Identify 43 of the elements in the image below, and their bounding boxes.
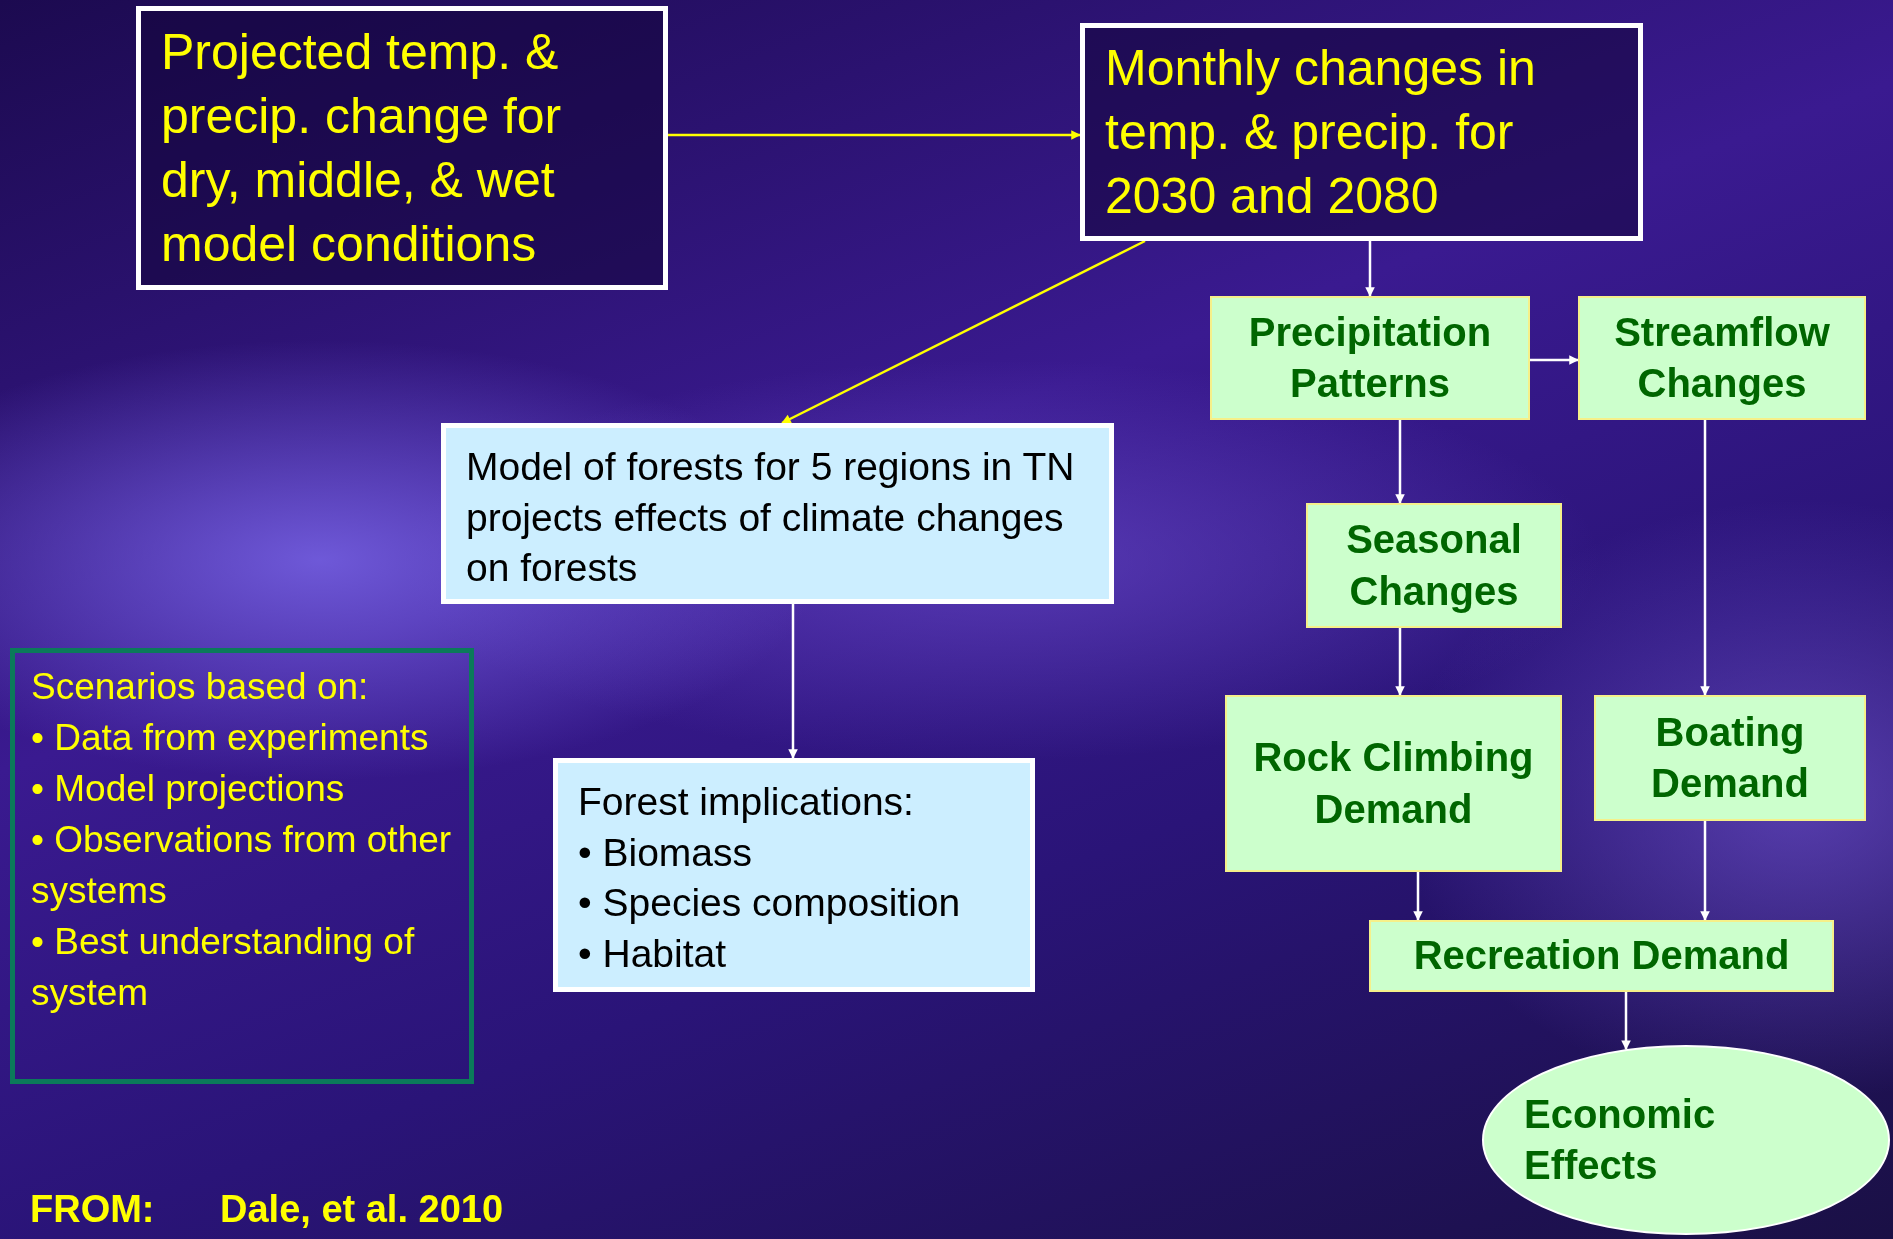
node-text: Projected temp. & precip. change for dry, middle, & wet model conditions — [161, 23, 563, 274]
arrow — [781, 239, 1146, 425]
arrow — [1621, 992, 1631, 1051]
process-box — [1225, 695, 1562, 872]
arrow — [1413, 872, 1423, 921]
info-box — [441, 423, 1114, 604]
arrow — [1700, 420, 1710, 696]
process-box — [1578, 296, 1866, 420]
node-text: Recreation Demand — [1413, 932, 1790, 980]
source-credit: FROM: — [30, 1188, 155, 1231]
source-credit: Dale, et al. 2010 — [220, 1188, 504, 1231]
arrow — [668, 130, 1081, 140]
text-box — [1080, 23, 1643, 241]
node-text: Economic Effects — [1524, 1090, 1717, 1189]
arrow — [1365, 241, 1375, 297]
node-text: Rock Climbing Demand — [1252, 734, 1535, 833]
node-text: • Model projections — [31, 767, 346, 812]
node-text: Scenarios based on: — [31, 665, 370, 709]
arrow — [788, 604, 798, 759]
node-text: • Species composition — [578, 880, 962, 927]
arrow — [1395, 628, 1405, 696]
node-text: • Data from experiments — [31, 716, 430, 761]
node-text: Monthly changes in temp. & precip. for 2030 and 2080 — [1105, 39, 1537, 226]
node-text: Forest implications: — [578, 779, 915, 825]
node-text: • Observations from other systems — [31, 818, 453, 914]
process-box — [1369, 920, 1834, 992]
note-box — [10, 648, 474, 1084]
info-box — [553, 758, 1035, 992]
arrow — [1395, 420, 1405, 504]
text-box — [136, 6, 668, 290]
node-text: • Habitat — [578, 931, 728, 978]
process-box — [1210, 296, 1530, 420]
node-text: • Best understanding of system — [31, 920, 416, 1016]
node-text: Boating Demand — [1650, 708, 1810, 807]
arrow — [1700, 821, 1710, 921]
node-text: • Biomass — [578, 829, 754, 876]
node-text: Streamflow Changes — [1613, 308, 1831, 407]
arrow — [1530, 355, 1579, 365]
process-box — [1594, 695, 1866, 821]
process-box — [1306, 503, 1562, 628]
node-text: Seasonal Changes — [1345, 516, 1523, 615]
node-text: Model of forests for 5 regions in TN projects effects of climate changes on forests — [466, 444, 1076, 592]
node-text: Precipitation Patterns — [1247, 308, 1493, 407]
